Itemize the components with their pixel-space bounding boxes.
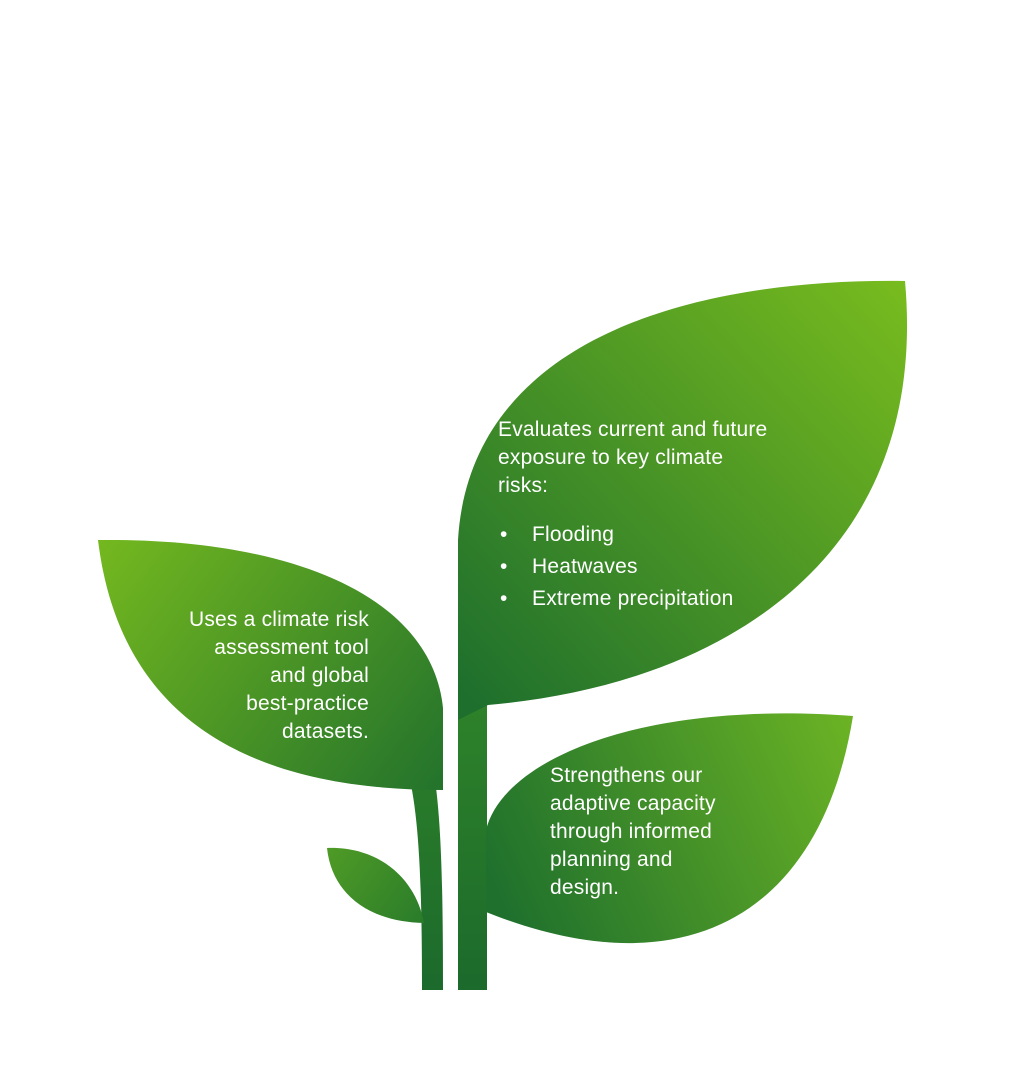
risk-item-extreme-precipitation: • Extreme precipitation	[498, 583, 843, 615]
left-leaf-line: datasets.	[281, 720, 369, 743]
top-leaf-intro-line: risks:	[498, 474, 549, 497]
big-top-leaf	[458, 280, 908, 720]
bottom-leaf-line: adaptive capacity	[550, 792, 716, 815]
left-leaf-line: and global	[270, 664, 369, 687]
bullet-icon: •	[500, 523, 508, 546]
climate-risk-list: • Flooding • Heatwaves • Extreme precipi…	[498, 519, 843, 615]
left-leaf-line: assessment tool	[214, 636, 369, 659]
bottom-leaf-line: through informed	[550, 820, 712, 843]
bottom-leaf-line: design.	[550, 876, 620, 899]
bullet-icon: •	[500, 555, 508, 578]
bottom-leaf-line: planning and	[550, 848, 673, 871]
top-leaf-text: Evaluates current and future exposure to…	[498, 416, 843, 615]
top-leaf-intro-line: exposure to key climate	[498, 446, 724, 469]
right-bottom-leaf	[486, 713, 853, 944]
bullet-icon: •	[500, 587, 508, 610]
left-leaf	[98, 539, 443, 790]
top-leaf-intro-line: Evaluates current and future	[498, 418, 768, 441]
left-leaf-text: Uses a climate risk assessment tool and …	[129, 606, 369, 746]
bottom-leaf-text: Strengthens our adaptive capacity throug…	[550, 762, 780, 902]
risk-item-flooding: • Flooding	[498, 519, 843, 551]
risk-item-label: Flooding	[532, 523, 615, 546]
left-stem	[393, 728, 443, 990]
risk-item-label: Heatwaves	[532, 555, 638, 578]
bottom-leaf-line: Strengthens our	[550, 764, 703, 787]
left-leaf-line: Uses a climate risk	[188, 608, 369, 631]
small-leaf	[327, 847, 424, 923]
left-leaf-line: best-practice	[246, 692, 369, 715]
risk-item-label: Extreme precipitation	[532, 587, 734, 610]
risk-item-heatwaves: • Heatwaves	[498, 551, 843, 583]
